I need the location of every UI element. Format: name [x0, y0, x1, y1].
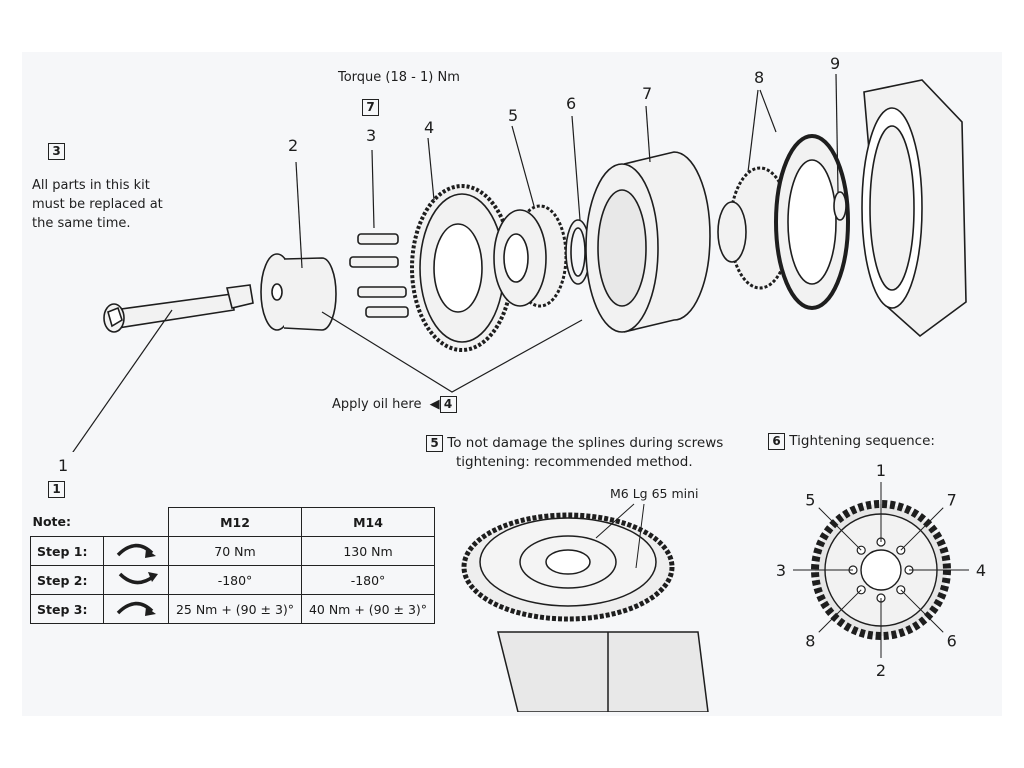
sequence-number-7: 7	[947, 490, 957, 509]
sequence-leader	[818, 507, 862, 551]
m14-value: 130 Nm	[301, 536, 435, 566]
sequence-number-2: 2	[876, 661, 886, 680]
step-label: Step 3:	[30, 594, 104, 624]
header-m14: M14	[301, 507, 435, 537]
step-badge-7: 7	[362, 98, 379, 117]
part-number-6: 6	[566, 94, 577, 113]
part-number-7: 7	[642, 84, 653, 103]
tightening-sequence-diagram: 1 2 3 4 5 6 7 8	[776, 462, 986, 680]
table-row: Step 3: 25 Nm + (90 ± 3)° 40 Nm + (90 ± …	[30, 594, 435, 624]
table-row: Step 2: -180° -180°	[30, 565, 435, 595]
part-number-4: 4	[424, 118, 435, 137]
m12-value: -180°	[168, 565, 302, 595]
spline-method-diagram	[461, 503, 709, 712]
part-number-8: 8	[754, 68, 765, 87]
ring-part-6	[565, 219, 591, 285]
sequence-number-5: 5	[805, 490, 815, 509]
sequence-number-1: 1	[876, 462, 886, 480]
m14-value: 40 Nm + (90 ± 3)°	[301, 594, 435, 624]
table-row: Step 1: 70 Nm 130 Nm	[30, 536, 435, 566]
screws-part-3	[349, 233, 409, 318]
sequence-leader	[900, 507, 944, 551]
drum-part-7	[585, 151, 711, 333]
step-badge-1: 1	[48, 480, 65, 499]
part-number-9: 9	[830, 54, 841, 73]
sequence-number-6: 6	[947, 632, 957, 651]
sequence-leader	[818, 589, 862, 633]
clockwise-arrow-icon	[103, 594, 169, 624]
apply-oil-note: Apply oil here ◀4	[332, 395, 457, 414]
tightening-note: 6 Tightening sequence:	[768, 432, 935, 451]
splines-note: 5 To not damage the splines during screw…	[426, 434, 723, 472]
sequence-number-8: 8	[805, 632, 815, 651]
step-label: Step 2:	[30, 565, 104, 595]
sequence-leader	[900, 589, 944, 633]
part-number-1: 1	[58, 456, 69, 475]
sequence-number-4: 4	[976, 561, 986, 580]
step-label: Step 1:	[30, 536, 104, 566]
clockwise-arrow-icon	[103, 536, 169, 566]
sequence-number-3: 3	[776, 561, 786, 580]
m12-value: 25 Nm + (90 ± 3)°	[168, 594, 302, 624]
sleeve-part-2	[260, 253, 337, 331]
torque-table: Note: M12 M14 Step 1: 70 Nm 130 Nm Step …	[30, 507, 435, 624]
screw-spec: M6 Lg 65 mini	[610, 486, 699, 501]
m12-value: 70 Nm	[168, 536, 302, 566]
washer-part-9	[833, 191, 847, 221]
part-number-5: 5	[508, 106, 519, 125]
instruction-sheet: 3 All parts in this kit must be replaced…	[22, 52, 1002, 716]
counterclockwise-arrow-icon	[103, 565, 169, 595]
part-number-2: 2	[288, 136, 299, 155]
exploded-view-diagram	[72, 73, 967, 452]
bolt-part-1	[103, 284, 254, 333]
housing	[861, 79, 967, 338]
carrier-part-5	[493, 204, 568, 308]
replace-all-note: All parts in this kit must be replaced a…	[32, 178, 163, 231]
step-badge-3: 3	[48, 142, 65, 161]
torque-note: Torque (18 - 1) Nm	[338, 70, 460, 85]
header-m12: M12	[168, 507, 302, 537]
gear-part-4	[410, 184, 514, 352]
clutch-part-8	[717, 134, 850, 310]
note-label: Note:	[32, 514, 72, 530]
part-number-3: 3	[366, 126, 377, 145]
m14-value: -180°	[301, 565, 435, 595]
